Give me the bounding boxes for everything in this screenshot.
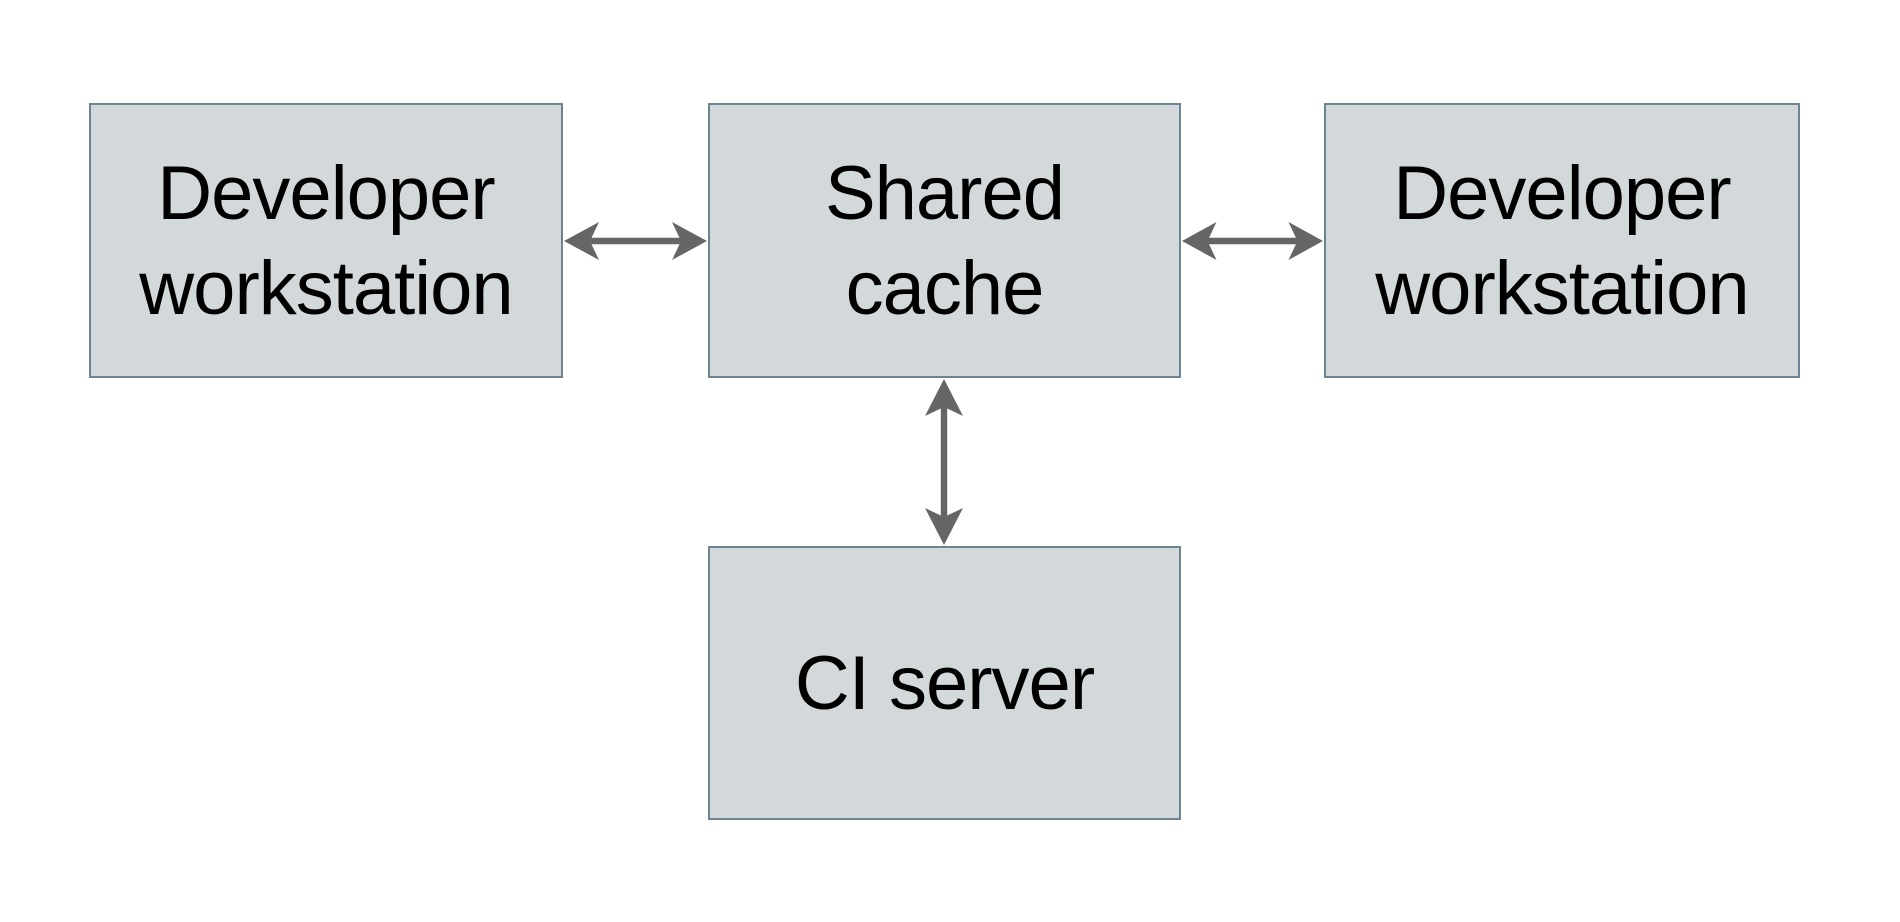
node-developer-workstation-left-label: Developer workstation (139, 150, 513, 331)
double-arrow-icon-cache-to-workstation-right (1181, 219, 1324, 263)
node-shared-cache-label: Shared cache (824, 150, 1065, 331)
node-shared-cache: Shared cache (708, 103, 1181, 378)
node-ci-server: CI server (708, 546, 1181, 820)
double-arrow-icon-cache-to-ci-server (922, 378, 966, 546)
node-developer-workstation-left: Developer workstation (89, 103, 563, 378)
node-developer-workstation-right-label: Developer workstation (1375, 150, 1749, 331)
double-arrow-icon-workstation-left-to-cache (563, 219, 708, 263)
node-ci-server-label: CI server (794, 640, 1095, 726)
node-developer-workstation-right: Developer workstation (1324, 103, 1800, 378)
